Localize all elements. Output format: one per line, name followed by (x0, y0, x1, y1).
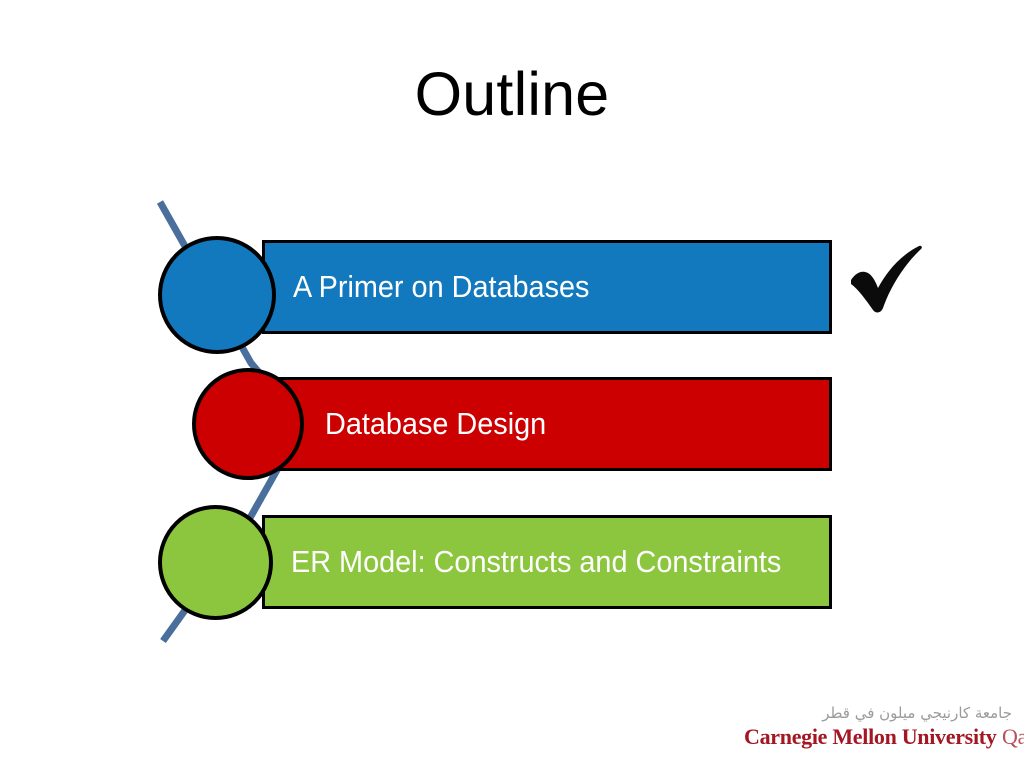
stage-circle-1[interactable] (158, 236, 276, 354)
cmu-qatar-logo: جامعة كارنيجي ميلون في قطر Carnegie Mell… (744, 703, 1024, 750)
stage-bar-3[interactable]: ER Model: Constructs and Constraints (262, 515, 832, 609)
logo-primary-text: Carnegie Mellon University (744, 724, 997, 749)
stage-bar-2[interactable]: Database Design (262, 377, 832, 471)
stage-bar-1[interactable]: A Primer on Databases (262, 240, 832, 334)
logo-secondary-text: Qatar (1001, 724, 1024, 749)
logo-arabic-text: جامعة كارنيجي ميلون في قطر (822, 704, 1012, 722)
stage-label-1: A Primer on Databases (293, 269, 590, 304)
stage-label-2: Database Design (325, 406, 547, 441)
check-mark-icon (851, 245, 922, 313)
stage-circle-3[interactable] (158, 505, 273, 620)
page-title: Outline (414, 60, 610, 128)
logo-wordmark: Carnegie Mellon University Qatar (744, 724, 1024, 750)
stage-label-3: ER Model: Constructs and Constraints (291, 544, 782, 579)
stage-circle-2[interactable] (192, 368, 304, 480)
